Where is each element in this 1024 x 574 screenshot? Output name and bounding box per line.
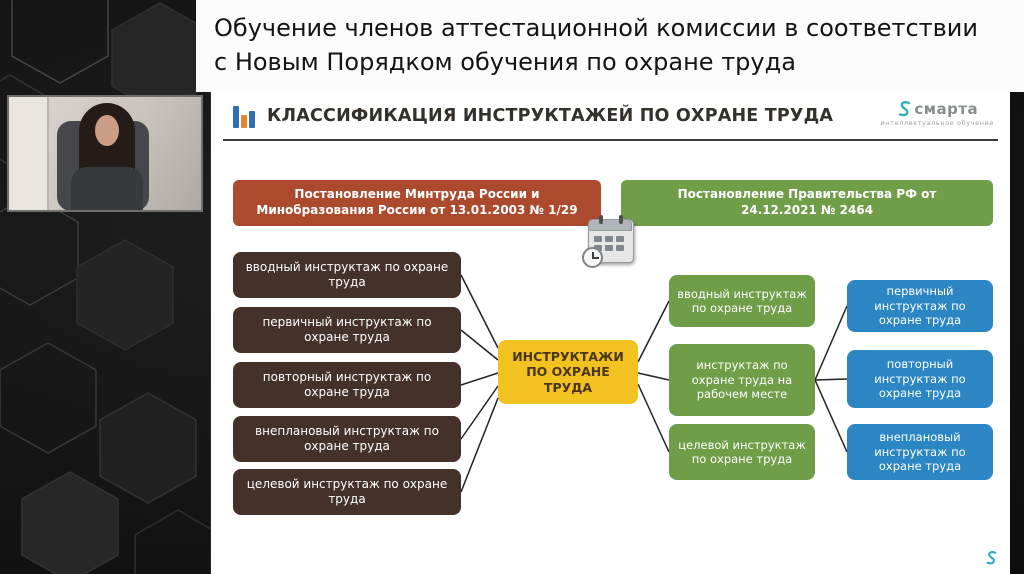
presenter-face [95,115,119,146]
box-label: повторный инструктаж по охране труда [874,357,966,401]
new-instruction-box-tselevoy: целевой инструктаж по охране труда [669,424,815,480]
header-divider [223,139,998,141]
center-node-label: ИНСТРУКТАЖИ ПО ОХРАНЕ ТРУДА [512,348,624,395]
decree-box-mintrud: Постановление Минтруда России и Минобраз… [233,180,601,226]
decree-mintrud-label: Постановление Минтруда России и Минобраз… [256,187,578,217]
old-instruction-box-povtorny: повторный инструктаж по охране труда [233,362,461,408]
box-label: целевой инструктаж по охране труда [678,437,806,466]
old-instruction-box-vvodny: вводный инструктаж по охране труда [233,252,461,298]
presenter-body [71,167,143,210]
workplace-box-pervichny: первичный инструктаж по охране труда [847,280,993,332]
smarta-footer-logo-icon [984,550,998,570]
box-label: внеплановый инструктаж по охране труда [255,424,439,453]
decree-box-government: Постановление Правительства РФ от 24.12.… [621,180,993,226]
workplace-box-povtorny: повторный инструктаж по охране труда [847,350,993,408]
box-label: первичный инструктаж по охране труда [874,284,966,328]
old-instruction-box-tselevoy: целевой инструктаж по охране труда [233,469,461,515]
webcam-room-background [9,97,49,210]
smarta-logo-row: смарта [880,100,994,118]
box-label: инструктаж по охране труда на рабочем ме… [691,358,793,402]
smarta-brand-tagline: интеллектуальное обучение [880,119,994,127]
new-instruction-box-vvodny: вводный инструктаж по охране труда [669,275,815,327]
new-instruction-box-rabochee-mesto: инструктаж по охране труда на рабочем ме… [669,344,815,416]
slide-title: КЛАССИФИКАЦИЯ ИНСТРУКТАЖЕЙ ПО ОХРАНЕ ТРУ… [267,106,834,126]
slide: КЛАССИФИКАЦИЯ ИНСТРУКТАЖЕЙ ПО ОХРАНЕ ТРУ… [210,92,1010,574]
center-node-instruktazhi: ИНСТРУКТАЖИ ПО ОХРАНЕ ТРУДА [498,340,638,404]
decree-government-label: Постановление Правительства РФ от 24.12.… [677,187,937,217]
webinar-title-line1: Обучение членов аттестационной комиссии … [214,14,979,42]
webinar-title-banner: Обучение членов аттестационной комиссии … [196,0,1024,92]
box-label: целевой инструктаж по охране труда [246,477,448,506]
box-label: вводный инструктаж по охране труда [245,260,449,289]
calendar-clock-icon [582,214,637,268]
clock-icon [582,247,603,268]
old-instruction-box-vneplanovy: внеплановый инструктаж по охране труда [233,416,461,462]
smarta-logo-icon [899,101,911,117]
smarta-brand-name: смарта [914,100,979,118]
old-instruction-box-pervichny: первичный инструктаж по охране труда [233,307,461,353]
workplace-box-vneplanovy: внеплановый инструктаж по охране труда [847,424,993,480]
webinar-title-line2: с Новым Порядком обучения по охране труд… [214,48,796,76]
box-label: первичный инструктаж по охране труда [262,315,432,344]
smarta-logo: смарта интеллектуальное обучение [880,100,994,127]
box-label: внеплановый инструктаж по охране труда [874,430,966,474]
presenter-webcam [7,95,203,212]
box-label: вводный инструктаж по охране труда [677,286,807,315]
bar-chart-icon [233,104,259,128]
box-label: повторный инструктаж по охране труда [262,370,432,399]
